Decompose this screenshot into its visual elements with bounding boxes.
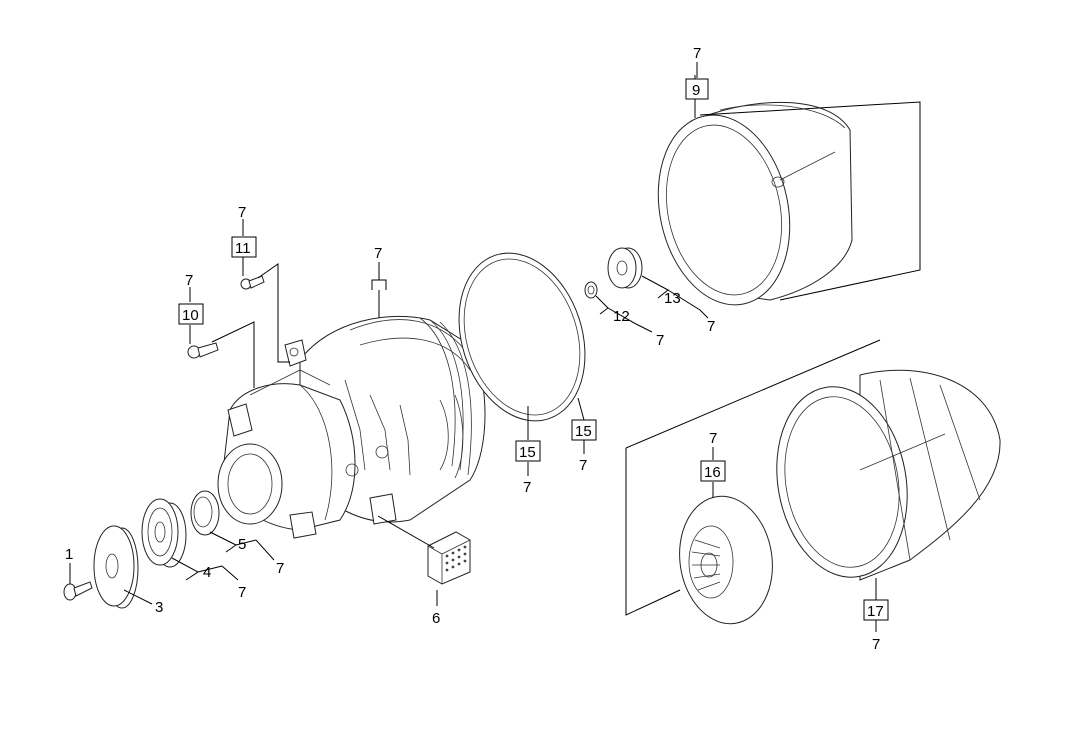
label-6: 6 <box>432 610 440 627</box>
box-11 <box>231 236 257 258</box>
label-13: 13 <box>664 290 681 307</box>
label-13-qty: 7 <box>707 318 715 335</box>
box-15a <box>515 440 541 462</box>
part-12-nut[interactable] <box>584 281 598 299</box>
label-15b: 15 <box>575 423 592 440</box>
part-5-seal[interactable] <box>190 490 220 536</box>
part-16-impeller[interactable] <box>672 490 781 630</box>
box-17 <box>863 599 889 621</box>
label-12-qty: 7 <box>656 332 664 349</box>
leader-lines <box>69 62 877 632</box>
label-15a: 15 <box>519 444 536 461</box>
group-frame-bottom <box>625 339 881 616</box>
part-3-disc[interactable] <box>93 525 139 609</box>
box-15b <box>571 419 597 441</box>
part-13-washer[interactable] <box>607 247 643 289</box>
part-10-screw[interactable] <box>187 342 219 359</box>
label-3: 3 <box>155 599 163 616</box>
label-4-qty: 7 <box>238 584 246 601</box>
label-10-qty: 7 <box>185 272 193 289</box>
part-15-o-ring[interactable] <box>438 237 605 438</box>
part-6-filter-block[interactable] <box>427 531 471 585</box>
part-11-screw[interactable] <box>240 275 265 290</box>
part-1-screw[interactable] <box>63 581 93 601</box>
callout-labels: 1 3 4 7 5 7 6 7 10 7 11 7 15 7 15 7 12 7… <box>65 45 884 653</box>
label-17-qty: 7 <box>872 636 880 653</box>
label-11-qty: 7 <box>238 204 246 221</box>
label-body-qty: 7 <box>374 245 382 262</box>
label-15b-qty: 7 <box>579 457 587 474</box>
label-10: 10 <box>182 307 199 324</box>
label-5: 5 <box>238 536 246 553</box>
part-motor-housing[interactable] <box>217 315 486 539</box>
part-4-bearing[interactable] <box>141 498 187 568</box>
label-1: 1 <box>65 546 73 563</box>
box-9 <box>685 78 709 100</box>
label-15a-qty: 7 <box>523 479 531 496</box>
box-10 <box>178 303 204 325</box>
label-4: 4 <box>203 564 211 581</box>
label-11: 11 <box>235 240 251 257</box>
label-17: 17 <box>867 603 884 620</box>
part-9-housing[interactable] <box>641 101 853 317</box>
label-9-qty: 7 <box>693 45 701 62</box>
label-16-qty: 7 <box>709 430 717 447</box>
label-5-qty: 7 <box>276 560 284 577</box>
part-17-diffuser[interactable] <box>762 369 1001 587</box>
label-9: 9 <box>692 82 700 99</box>
label-12: 12 <box>613 308 630 325</box>
label-16: 16 <box>704 464 721 481</box>
box-16 <box>700 460 726 482</box>
